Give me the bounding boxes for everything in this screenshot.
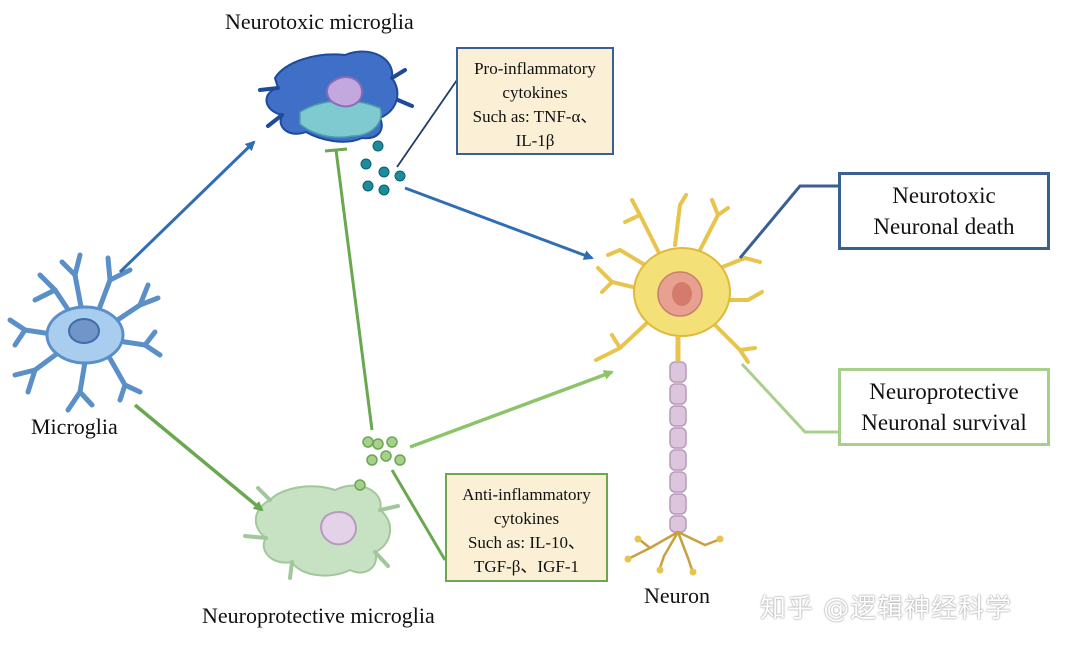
pro-box-line-3: Such as: TNF-α、: [472, 107, 598, 126]
anti-box-line-2: cytokines: [493, 509, 560, 528]
arrow-cytokines-to-neuron: [404, 186, 594, 260]
pro-box-line-4: IL-1β: [515, 131, 555, 150]
neuroprotective-microglia-label: Neuroprotective microglia: [202, 603, 435, 628]
neurotoxic-microglia-label: Neurotoxic microglia: [225, 9, 414, 34]
neurotoxic-outcome-box: Neurotoxic Neuronal death: [838, 172, 1050, 250]
neurotoxic-microglia-cell: [258, 50, 414, 143]
anti-inflammatory-box: Anti-inflammatory cytokines Such as: IL-…: [445, 473, 608, 582]
toxic-outcome-line-2: Neuronal death: [873, 214, 1015, 239]
pro-box-line-1: Pro-inflammatory: [474, 59, 596, 78]
neuron-cell: [594, 193, 764, 576]
pro-inflammatory-box: Pro-inflammatory cytokines Such as: TNF-…: [456, 47, 614, 155]
protective-outcome-line-2: Neuronal survival: [861, 410, 1027, 435]
anti-box-line-1: Anti-inflammatory: [462, 485, 591, 504]
pro-box-line-2: cytokines: [502, 83, 568, 102]
connector-protective-outcome: [740, 362, 838, 434]
pro-inflammatory-cytokine-dots: [360, 140, 406, 196]
resting-microglia-cell: [7, 252, 163, 413]
arrow-microglia-to-neurotoxic: [118, 140, 256, 274]
neuroprotective-microglia-cell: [243, 484, 400, 580]
arrow-microglia-to-neuroprotective: [133, 403, 264, 512]
arrow-antiinflammatory-to-neuron: [409, 370, 614, 449]
anti-box-line-4: TGF-β、IGF-1: [474, 557, 579, 576]
protective-outcome-line-1: Neuroprotective: [869, 379, 1019, 404]
toxic-outcome-line-1: Neurotoxic: [892, 183, 996, 208]
inhibition-line: [324, 147, 374, 431]
neuroprotective-outcome-box: Neuroprotective Neuronal survival: [838, 368, 1050, 446]
anti-box-line-3: Such as: IL-10、: [467, 533, 586, 552]
connector-pro-box: [396, 79, 458, 168]
anti-inflammatory-cytokine-dots: [354, 436, 406, 491]
connector-toxic-outcome: [738, 184, 838, 259]
microglia-label: Microglia: [31, 414, 118, 439]
neuron-label: Neuron: [644, 583, 710, 608]
watermark: 知乎 @逻辑神经科学: [760, 594, 1013, 624]
connector-anti-box: [390, 469, 447, 561]
